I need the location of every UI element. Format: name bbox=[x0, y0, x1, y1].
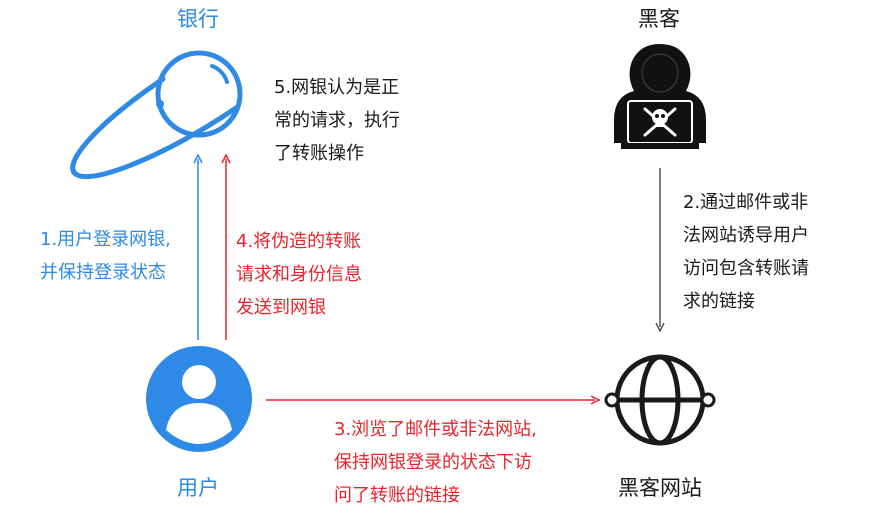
step3-line: 3.浏览了邮件或非法网站, bbox=[334, 419, 537, 440]
step4-line: 4.将伪造的转账 bbox=[236, 231, 362, 252]
step3-line: 问了转账的链接 bbox=[334, 485, 460, 506]
step2-line: 访问包含转账请 bbox=[683, 258, 809, 279]
bank-title: 银行 bbox=[177, 7, 219, 31]
step3-line: 保持网银登录的状态下访 bbox=[334, 452, 532, 473]
step2-text: 2.通过邮件或非 法网站诱导用户 访问包含转账请 求的链接 bbox=[683, 186, 809, 318]
step3-text: 3.浏览了邮件或非法网站, 保持网银登录的状态下访 问了转账的链接 bbox=[334, 413, 537, 512]
user-avatar-icon bbox=[146, 346, 252, 452]
step1-text: 1.用户登录网银, 并保持登录状态 bbox=[40, 223, 171, 289]
step4-line: 发送到网银 bbox=[236, 297, 326, 318]
step2-line: 求的链接 bbox=[683, 291, 755, 312]
planet-icon bbox=[70, 50, 243, 180]
step5-line: 了转账操作 bbox=[274, 143, 364, 164]
hacker-skull-icon bbox=[614, 44, 706, 149]
hacker-title: 黑客 bbox=[638, 7, 680, 31]
hacker-site-title: 黑客网站 bbox=[618, 476, 702, 500]
step4-line: 请求和身份信息 bbox=[236, 264, 362, 285]
step5-text: 5.网银认为是正 常的请求，执行 了转账操作 bbox=[274, 71, 400, 170]
step1-line: 并保持登录状态 bbox=[40, 262, 166, 283]
step4-text: 4.将伪造的转账 请求和身份信息 发送到网银 bbox=[236, 225, 362, 324]
step5-line: 5.网银认为是正 bbox=[274, 77, 400, 98]
step2-line: 法网站诱导用户 bbox=[683, 225, 809, 246]
step1-line: 1.用户登录网银, bbox=[40, 229, 171, 250]
user-title: 用户 bbox=[177, 476, 219, 500]
step5-line: 常的请求，执行 bbox=[274, 110, 400, 131]
step2-line: 2.通过邮件或非 bbox=[683, 192, 809, 213]
globe-icon bbox=[604, 354, 716, 446]
